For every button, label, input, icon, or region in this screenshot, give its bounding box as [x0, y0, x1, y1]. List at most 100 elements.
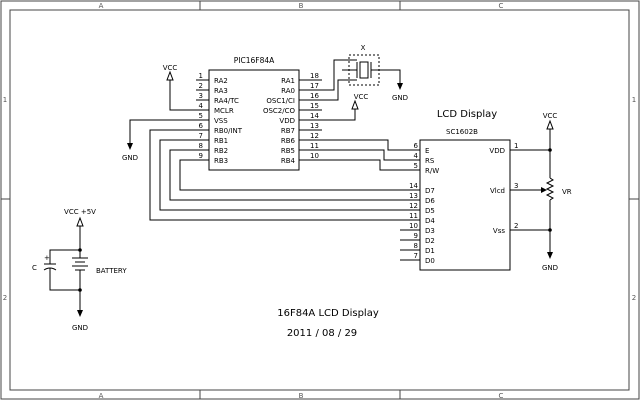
pic-pin-number: 13 — [310, 122, 319, 130]
lcd-pin-name: D7 — [425, 187, 435, 195]
gnd-arrow-icon — [127, 143, 133, 150]
data-bus-wires — [149, 129, 400, 221]
column-label-c-bottom: C — [499, 392, 504, 400]
lcd-pin-name: D1 — [425, 247, 435, 255]
lcd-pin-number: 10 — [409, 222, 418, 230]
junction-dot — [548, 228, 552, 232]
column-label-b: B — [299, 2, 304, 10]
pic-pin-name: OSC1/CI — [266, 97, 295, 105]
pic-pin-number: 10 — [310, 152, 319, 160]
pic-part-name: PIC16F84A — [234, 56, 275, 65]
lcd-pin-number: 9 — [414, 232, 418, 240]
pic-pin-name: RB6 — [281, 137, 296, 145]
vss-gnd-net: GND — [122, 119, 196, 162]
pic-pin-name: RB5 — [281, 147, 295, 155]
pic-pin-number: 16 — [310, 92, 319, 100]
pic-pin-name: RB2 — [214, 147, 228, 155]
crystal-oscillator: X GND — [322, 44, 408, 102]
lcd-pin-name: D6 — [425, 197, 435, 205]
pic-pin-number: 18 — [310, 72, 319, 80]
pic-pin-number: 8 — [199, 142, 203, 150]
pic-pin-name: RA2 — [214, 77, 228, 85]
vcc-label: VCC — [354, 93, 369, 101]
pic-pin-number: 7 — [199, 132, 203, 140]
control-wires — [322, 139, 400, 171]
pic-pin-name: RA1 — [281, 77, 295, 85]
lcd-pin-number: 3 — [514, 182, 518, 190]
mclr-vcc-net: VCC — [163, 64, 196, 111]
lcd-pin-name: Vlcd — [490, 187, 505, 195]
lcd-pin-name: D2 — [425, 237, 435, 245]
pic-pin-number: 4 — [199, 102, 204, 110]
vcc-arrow-icon — [76, 216, 84, 227]
pic-pin-number: 5 — [199, 112, 203, 120]
gnd-arrow-icon — [397, 83, 403, 90]
column-label-a: A — [99, 2, 104, 10]
pic-pin-name: RA3 — [214, 87, 228, 95]
pic-pin-name: VSS — [214, 117, 228, 125]
gnd-label: GND — [72, 324, 88, 332]
pic-pin-name: RB7 — [281, 127, 295, 135]
lcd-pin-number: 11 — [409, 212, 418, 220]
gnd-label: GND — [122, 154, 138, 162]
supply-label: VCC +5V — [64, 208, 96, 216]
lcd-pin-name: VDD — [489, 147, 505, 155]
row-label-1: 1 — [3, 96, 7, 104]
pic-pin-number: 12 — [310, 132, 319, 140]
pic16f84a-chip: PIC16F84A 1 2 3 4 5 6 7 8 9 RA2 RA3 RA4/… — [196, 56, 322, 171]
pic-pin-name: VDD — [279, 117, 295, 125]
column-label-c: C — [499, 2, 504, 10]
gnd-arrow-icon — [547, 252, 553, 259]
vcc-arrow-icon — [546, 119, 554, 130]
pic-pin-name: OSC2/CO — [263, 107, 296, 115]
pic-pin-number: 17 — [310, 82, 319, 90]
lcd-pin-name: D4 — [425, 217, 435, 225]
lcd-pin-number: 13 — [409, 192, 418, 200]
pic-pin-number: 11 — [310, 142, 319, 150]
wiper-arrow-icon — [541, 187, 547, 193]
row-label-2: 2 — [3, 294, 7, 302]
battery-label: BATTERY — [96, 267, 127, 275]
pic-pin-name: RA4/TC — [214, 97, 239, 105]
lcd-pin-number: 8 — [414, 242, 418, 250]
junction-dot — [548, 148, 552, 152]
schematic-title: 16F84A LCD Display — [277, 308, 379, 319]
lcd-pin-name: E — [425, 147, 429, 155]
column-label-b-bottom: B — [299, 392, 304, 400]
pic-pin-number: 1 — [199, 72, 203, 80]
lcd-pin-name: R/W — [425, 167, 439, 175]
lcd-pin-name: RS — [425, 157, 435, 165]
pic-pin-number: 6 — [199, 122, 204, 130]
pic-pin-name: RB1 — [214, 137, 228, 145]
capacitor-plus-sign: + — [44, 254, 50, 262]
gnd-label: GND — [542, 264, 558, 272]
pic-pin-number: 15 — [310, 102, 319, 110]
resistor-label: VR — [562, 188, 572, 196]
pic-pin-name: MCLR — [214, 107, 234, 115]
vcc-arrow-icon — [166, 70, 174, 81]
pic-pin-name: RA0 — [281, 87, 295, 95]
junction-dot — [78, 248, 82, 252]
lcd-pin-name: D0 — [425, 257, 435, 265]
lcd-pin-number: 2 — [514, 222, 518, 230]
pic-pin-number: 9 — [199, 152, 203, 160]
vdd-vcc-net: VCC — [322, 93, 369, 121]
lcd-pin-name: Vss — [493, 227, 505, 235]
lcd-pin-number: 1 — [514, 142, 518, 150]
lcd-pin-number: 5 — [414, 162, 418, 170]
pic-pin-number: 3 — [199, 92, 203, 100]
crystal-label: X — [361, 44, 366, 52]
row-label-1-right: 1 — [632, 96, 636, 104]
lcd-pin-number: 12 — [409, 202, 418, 210]
capacitor-label: C — [32, 264, 37, 272]
gnd-label: GND — [392, 94, 408, 102]
row-label-2-right: 2 — [632, 294, 636, 302]
column-label-a-bottom: A — [99, 392, 104, 400]
lcd-sc1602b: LCD Display SC1602B 6 4 5 14 13 12 11 10… — [400, 109, 530, 271]
battery-supply: VCC +5V + C BATTERY GND — [32, 208, 127, 332]
pic-pin-number: 2 — [199, 82, 203, 90]
vcc-label: VCC — [543, 112, 558, 120]
pic-pin-name: RB0/INT — [214, 127, 243, 135]
